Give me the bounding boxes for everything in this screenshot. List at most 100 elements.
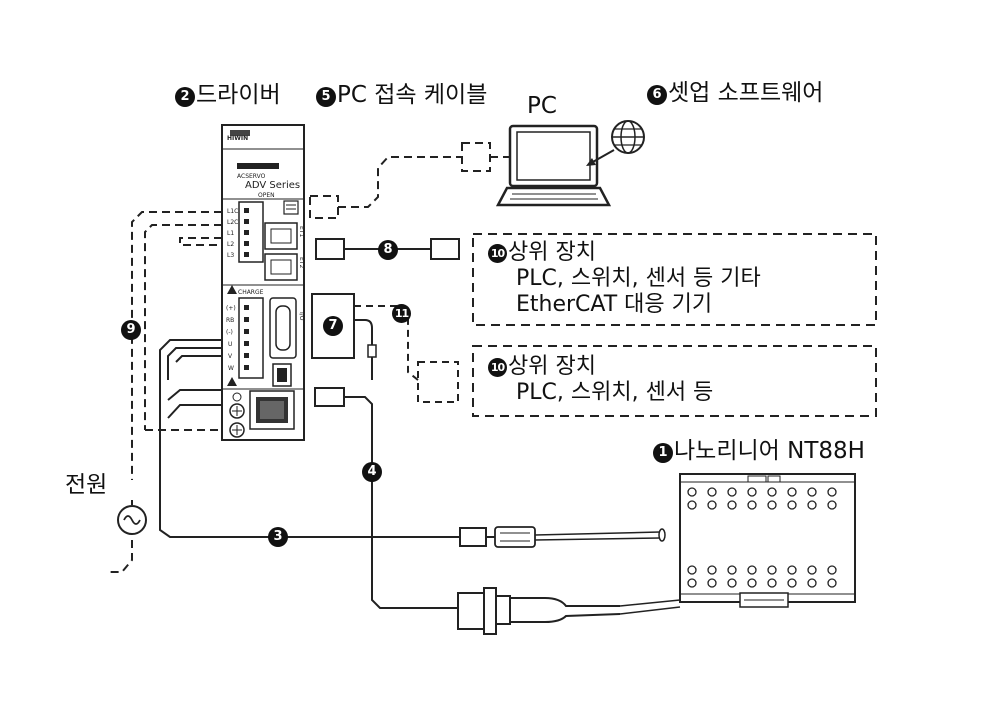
cable-8-badge: 8 [378,240,399,260]
upper-device-1-line2: EtherCAT 대응 기기 [516,292,713,317]
driver-series-line2: ADV Series [245,180,300,191]
motor-bolt [827,487,837,497]
motor-bolt [787,500,797,510]
download-arrow-icon [586,149,615,166]
motor-bolt [767,487,777,497]
terminal-U: U [228,341,232,348]
terminal-L2C: L2C [227,219,238,226]
setup-software-text: 셋업 소프트웨어 [668,80,824,106]
motor-bolt [827,565,837,575]
power-cable [108,211,222,573]
encoder-dsub-connector-icon [457,587,621,635]
upper-device-1-title-text: 상위 장치 [508,240,596,265]
terminal-W: W [228,365,234,372]
encoder-cable-to-motor [619,599,681,615]
number-badge: 4 [362,462,382,482]
motor-bolt [687,565,697,575]
terminal-L3: L3 [227,252,234,259]
motor-bolt [807,565,817,575]
motor-bolt [707,565,717,575]
driver-series-line1: ACSERVO [237,173,266,180]
pc-laptop-icon [495,124,612,207]
ethercat-connector-left [315,238,345,260]
cable-3-badge: 3 [268,527,289,547]
number-badge: 6 [647,85,667,105]
encoder-cable [344,396,458,609]
cable-11-badge: 11 [392,304,412,323]
upper-device-1-line1: PLC, 스위치, 센서 등 기타 [516,266,761,291]
servo-driver [221,124,305,441]
motor-bolt [827,578,837,588]
upper-device-box-2 [472,345,877,417]
number-badge: 2 [175,87,195,107]
number-badge: 7 [323,316,343,336]
motor-text: 나노리니어 NT88H [674,438,865,464]
motor-bolt [747,500,757,510]
motor-bolt [687,487,697,497]
cable-9-badge: 9 [121,320,142,340]
io-extension-cable [354,305,459,403]
number-badge: 8 [378,240,398,260]
number-badge: 1 [653,443,673,463]
number-badge: 11 [392,304,411,323]
number-badge: 3 [268,527,288,547]
motor-bolt [747,487,757,497]
upper-device-2-title-text: 상위 장치 [508,354,596,379]
charge-label: CHARGE [238,289,264,296]
upper-device-box-1 [472,233,877,326]
motor-bolt [747,565,757,575]
motor-bolt [707,500,717,510]
driver-brand: HIWIN [227,135,248,142]
motor-bolt [687,500,697,510]
motor-bolt [827,500,837,510]
motor-bolt [807,500,817,510]
pc-label: PC [527,93,557,119]
motor-bolt [727,565,737,575]
number-badge: 10 [488,244,507,263]
motor-bolt [707,487,717,497]
number-badge: 10 [488,358,507,377]
motor-bolt [767,578,777,588]
pc-cable-text: PC 접속 케이블 [337,82,488,108]
motor-bolt [807,578,817,588]
motor-bolt [787,565,797,575]
encoder-connector-driver [314,387,345,407]
port-ET2: ET2 [298,257,305,268]
terminal-RB: RB [226,317,234,324]
motor-cable-to-motor [534,531,661,541]
power-label: 전원 [65,472,108,498]
motor-bolt [787,578,797,588]
motor-bolt [687,578,697,588]
motor-bolt [727,578,737,588]
motor-bolt [707,578,717,588]
driver-top-label: OPEN [258,192,275,199]
motor-cable [159,339,460,538]
motor-bolt [787,487,797,497]
cable-4-badge: 4 [362,462,383,482]
io-cable [354,319,373,345]
motor-connector-icon [459,526,536,548]
motor-bolt [727,500,737,510]
motor-bolt [767,500,777,510]
terminal-V: V [228,353,233,360]
terminal-minus: (-) [226,329,233,336]
terminal-plus: (+) [226,305,236,312]
motor-bolt [727,487,737,497]
driver-text: 드라이버 [196,82,281,108]
terminal-L1: L1 [227,230,234,237]
terminal-L2: L2 [227,241,234,248]
port-IO: I/O [298,312,305,321]
terminal-L1C: L1C [227,208,238,215]
ac-power-source-icon [117,505,147,535]
motor-bolts [687,487,837,588]
globe-icon [611,120,645,154]
